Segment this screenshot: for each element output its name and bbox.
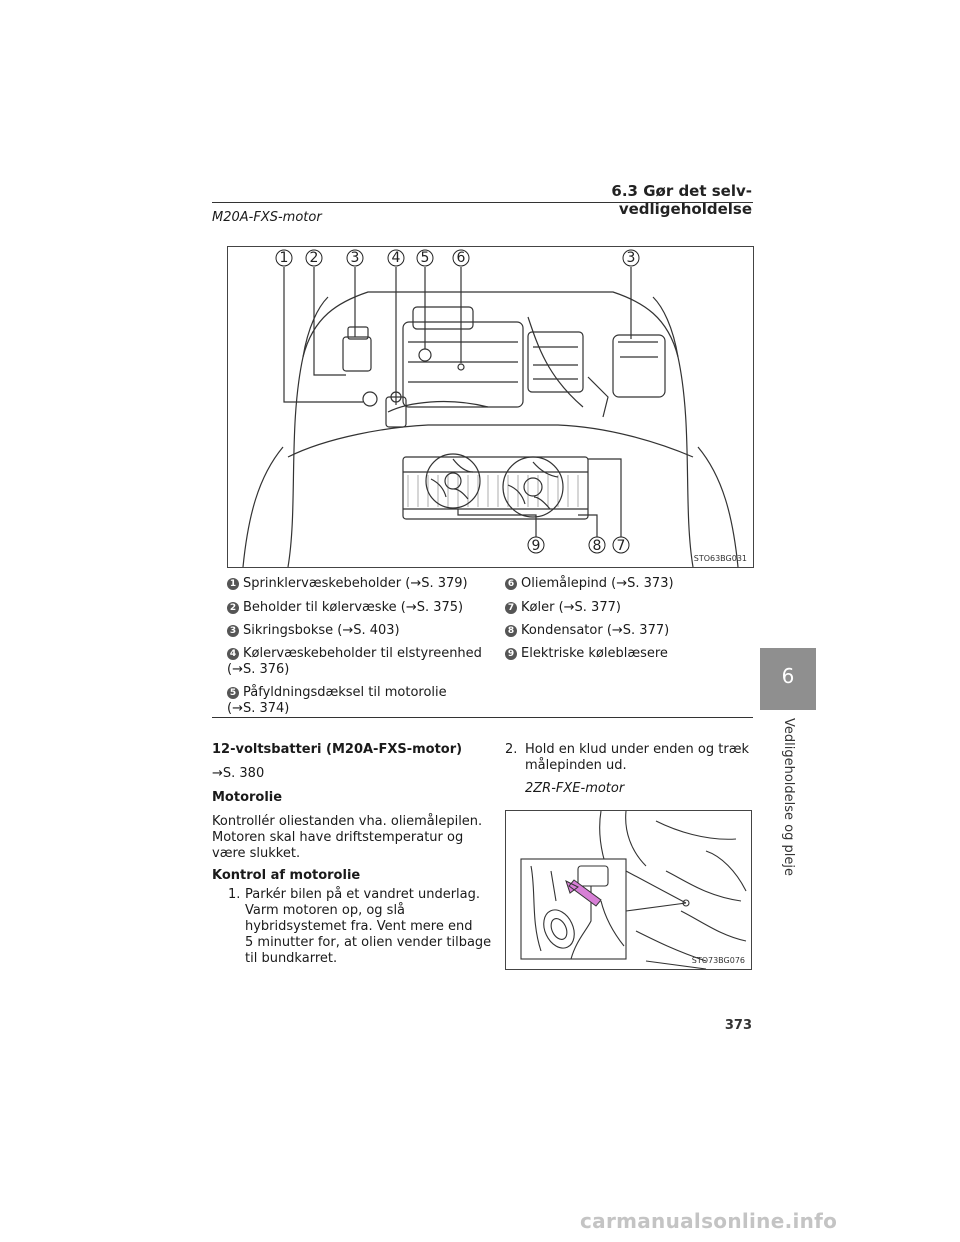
callout-8: 8	[593, 538, 602, 554]
oil-paragraph-line1: Kontrollér oliestanden vha. oliemålepile…	[212, 814, 483, 829]
legend-text: Kondensator (→S. 377)	[521, 623, 670, 638]
legend-text: Påfyldningsdæksel til motorolie	[243, 685, 447, 700]
engine-bay-figure: 1 2 3 4 5 6 3 9 8 7 STO63BG031	[227, 246, 754, 568]
battery-heading: 12-voltsbatteri (M20A-FXS-motor)	[212, 742, 463, 757]
legend-text: Kølervæskebeholder til elstyreenhed	[243, 646, 482, 661]
legend-badge: 3	[227, 625, 239, 637]
figure-small-code: STO73BG076	[691, 956, 745, 965]
chapter-tab	[760, 648, 816, 710]
oil-paragraph-line2: Motoren skal have driftstemperatur og	[212, 830, 464, 845]
legend-badge: 8	[505, 625, 517, 637]
engine-bay-illustration: 1 2 3 4 5 6 3 9 8 7	[242, 249, 739, 567]
legend-badge: 7	[505, 602, 517, 614]
step-1-line4: 5 minutter for, at olien vender tilbage	[245, 935, 492, 950]
header-rule	[212, 202, 753, 203]
legend-item-5-ref: (→S. 374)	[227, 701, 290, 716]
page-number: 373	[724, 1018, 752, 1033]
section-header-title: 6.3 Gør det selv-vedligeholdelse	[611, 182, 752, 218]
legend-item-8: 8 Kondensator (→S. 377)	[505, 623, 775, 639]
legend-text: Sprinklervæskebeholder (→S. 379)	[243, 576, 468, 591]
step-1-number: 1.	[228, 887, 241, 902]
legend-badge: 6	[505, 578, 517, 590]
legend-rule	[212, 717, 753, 718]
legend-badge: 2	[227, 602, 239, 614]
oil-paragraph-line3: være slukket.	[212, 846, 301, 861]
legend-text: Sikringsbokse (→S. 403)	[243, 623, 400, 638]
legend-item-9: 9 Elektriske køleblæsere	[505, 646, 775, 662]
legend-text: Køler (→S. 377)	[521, 600, 621, 615]
check-oil-heading: Kontrol af motorolie	[212, 868, 361, 883]
callout-3b: 3	[627, 250, 636, 266]
legend-badge: 1	[227, 578, 239, 590]
dipstick-illustration	[520, 811, 747, 969]
legend-item-5: 5 Påfyldningsdæksel til motorolie	[227, 685, 497, 701]
callout-5: 5	[421, 250, 430, 266]
legend-item-7: 7 Køler (→S. 377)	[505, 600, 775, 616]
figure-main-code: STO63BG031	[693, 554, 747, 563]
callout-7: 7	[617, 538, 626, 554]
chapter-tab-label: Vedligeholdelse og pleje	[781, 718, 796, 876]
legend-item-4-ref: (→S. 376)	[227, 662, 290, 677]
legend-badge: 5	[227, 687, 239, 699]
legend-item-3: 3 Sikringsbokse (→S. 403)	[227, 623, 497, 639]
callout-4: 4	[392, 250, 401, 266]
watermark: carmanualsonline.info	[580, 1209, 838, 1233]
step-1-line3: hybridsystemet fra. Vent mere end	[245, 919, 473, 934]
engine-label-2zr: 2ZR-FXE-motor	[525, 781, 625, 796]
legend-item-1: 1 Sprinklervæskebeholder (→S. 379)	[227, 576, 497, 592]
step-2-line2: målepinden ud.	[525, 758, 627, 773]
legend-item-2: 2 Beholder til kølervæske (→S. 375)	[227, 600, 497, 616]
legend-badge: 9	[505, 648, 517, 660]
step-2-number: 2.	[505, 742, 518, 757]
step-1-line2: Varm motoren op, og slå	[245, 903, 406, 918]
battery-ref: →S. 380	[212, 766, 265, 781]
callout-3a: 3	[351, 250, 360, 266]
callout-6: 6	[457, 250, 466, 266]
callout-2: 2	[310, 250, 319, 266]
legend-item-6: 6 Oliemålepind (→S. 373)	[505, 576, 775, 592]
step-1-line5: til bundkarret.	[245, 951, 338, 966]
step-2-line1: Hold en klud under enden og træk	[525, 742, 749, 757]
dipstick-arrow-icon	[565, 879, 602, 907]
oil-heading: Motorolie	[212, 790, 283, 805]
legend-text: Oliemålepind (→S. 373)	[521, 576, 674, 591]
chapter-tab-number: 6	[781, 664, 795, 688]
legend-item-4: 4 Kølervæskebeholder til elstyreenhed	[227, 646, 497, 662]
callout-1: 1	[280, 250, 289, 266]
legend-badge: 4	[227, 648, 239, 660]
legend-text: Elektriske køleblæsere	[521, 646, 668, 661]
dipstick-figure: STO73BG076	[505, 810, 752, 970]
legend-text: Beholder til kølervæske (→S. 375)	[243, 600, 464, 615]
step-1-line1: Parkér bilen på et vandret underlag.	[245, 887, 481, 902]
engine-label-top: M20A-FXS-motor	[212, 210, 322, 225]
callout-9: 9	[532, 538, 541, 554]
